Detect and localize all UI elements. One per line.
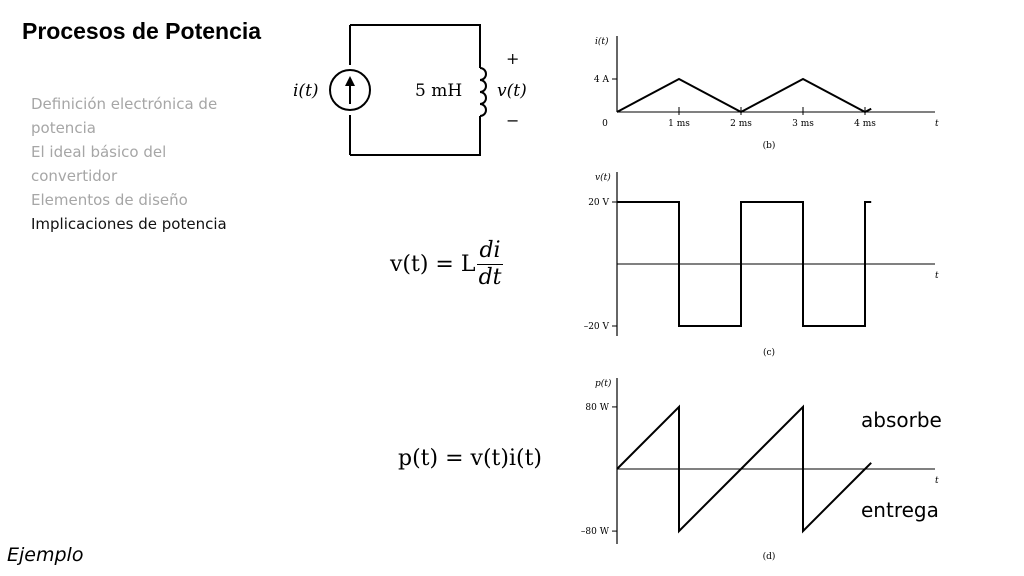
slide-title: Procesos de Potencia: [22, 18, 262, 44]
plus-sign: +: [506, 49, 519, 68]
x-axis-label: t: [935, 476, 939, 486]
y-tick-label: –20 V: [584, 322, 610, 332]
section-nav: Definición electrónica de potencia El id…: [31, 92, 231, 236]
wire-top: [350, 24, 481, 68]
series-line: [617, 201, 872, 327]
y-axis-label: p(t): [595, 378, 612, 389]
x-tick-label: 2 ms: [730, 119, 752, 129]
nav-item-power-implications[interactable]: Implicaciones de potencia: [31, 215, 227, 233]
chart-caption: (c): [763, 347, 775, 358]
nav-item-definition[interactable]: Definición electrónica de potencia: [31, 95, 218, 137]
nav-item-ideal-converter[interactable]: El ideal básico del convertidor: [31, 143, 167, 185]
minus-sign: −: [506, 111, 519, 130]
y-tick-label: 20 V: [588, 198, 609, 208]
y-tick-label: 80 W: [585, 403, 609, 413]
eq1-numerator: di: [477, 238, 503, 265]
nav-item-design-elements[interactable]: Elementos de diseño: [31, 191, 188, 209]
x-tick-label: 4 ms: [854, 119, 876, 129]
series-line: [616, 77, 872, 114]
chart-caption: (d): [763, 551, 776, 562]
delivers-label: entrega: [861, 498, 939, 522]
eq1-denominator: dt: [478, 265, 502, 290]
x-tick-label: 3 ms: [792, 119, 814, 129]
inductor-label: 5 mH: [415, 81, 462, 101]
power-equation: p(t) = v(t)i(t): [398, 446, 542, 471]
source-label: i(t): [293, 81, 319, 101]
y-axis-label: v(t): [595, 172, 611, 183]
x-axis-label: t: [935, 271, 939, 281]
x-tick-label: 0: [602, 119, 608, 129]
x-tick-label: 1 ms: [668, 119, 690, 129]
source-arrow-head-icon: [345, 76, 355, 86]
chart-caption: (b): [763, 140, 776, 151]
wire-bottom: [350, 116, 481, 156]
inductor-coil-icon: [479, 67, 487, 117]
eq1-lhs: v(t) = L: [390, 252, 476, 277]
voltage-waveform-chart: v(t) t 20 V –20 V (c): [584, 172, 939, 358]
x-axis-label: t: [935, 119, 939, 129]
y-tick-label: 4 A: [594, 75, 610, 85]
voltage-label: v(t): [497, 81, 527, 101]
power-waveform-chart: p(t) t 80 W –80 W (d): [581, 378, 939, 562]
current-waveform-chart: i(t) t 4 A 0 1 ms 2 ms 3 ms 4 ms (b): [594, 36, 939, 151]
absorbs-label: absorbe: [861, 408, 942, 432]
y-axis-label: i(t): [595, 36, 609, 47]
example-label: Ejemplo: [7, 544, 84, 566]
current-source-icon: [329, 69, 371, 111]
circuit-diagram: i(t) 5 mH v(t) + −: [293, 24, 527, 156]
y-tick-label: –80 W: [581, 527, 610, 537]
series-line: [616, 404, 872, 534]
